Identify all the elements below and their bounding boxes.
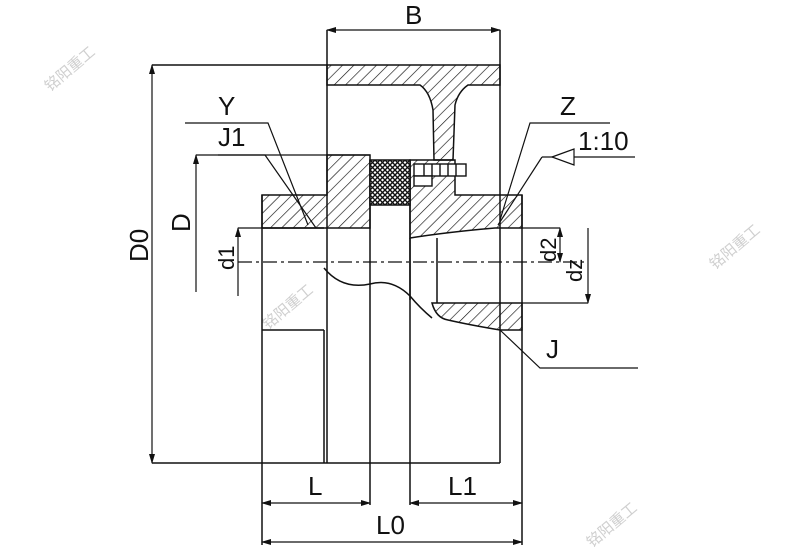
leader-Z bbox=[499, 122, 610, 221]
flange-section bbox=[326, 64, 501, 161]
elastic-element bbox=[369, 159, 411, 206]
taper-symbol bbox=[497, 148, 635, 226]
label-L: L bbox=[308, 471, 322, 501]
label-Y: Y bbox=[218, 91, 235, 121]
leader-J bbox=[499, 329, 638, 369]
label-taper: 1:10 bbox=[578, 126, 629, 156]
label-Z: Z bbox=[560, 91, 576, 121]
label-dz: dz bbox=[562, 259, 587, 282]
dim-d2 bbox=[522, 227, 563, 263]
label-B: B bbox=[405, 0, 422, 30]
label-D: D bbox=[166, 213, 196, 232]
label-L1: L1 bbox=[448, 471, 477, 501]
dim-dz bbox=[522, 228, 591, 304]
label-L0: L0 bbox=[376, 510, 405, 540]
hub-right-section bbox=[409, 159, 523, 239]
hub-left-section bbox=[261, 154, 371, 229]
label-d1: d1 bbox=[214, 246, 239, 270]
shaft-break-lines bbox=[323, 238, 433, 319]
watermark-text: 铭阳重工 bbox=[259, 281, 317, 333]
watermark-text: 铭阳重工 bbox=[41, 43, 99, 95]
watermark: 铭阳重工 铭阳重工 铭阳重工 铭阳重工 bbox=[41, 43, 764, 551]
watermark-text: 铭阳重工 bbox=[583, 499, 641, 551]
label-J1: J1 bbox=[218, 122, 245, 152]
leader-Y bbox=[185, 122, 309, 226]
label-D0: D0 bbox=[124, 229, 154, 262]
dim-d1 bbox=[235, 227, 262, 296]
label-d2: d2 bbox=[536, 238, 561, 262]
bolt bbox=[413, 163, 467, 187]
watermark-text: 铭阳重工 bbox=[706, 221, 764, 273]
hub-right-lower-section bbox=[431, 302, 523, 331]
coupling-body-outline bbox=[152, 30, 523, 545]
leader-J1 bbox=[218, 154, 317, 229]
label-J: J bbox=[546, 334, 559, 364]
